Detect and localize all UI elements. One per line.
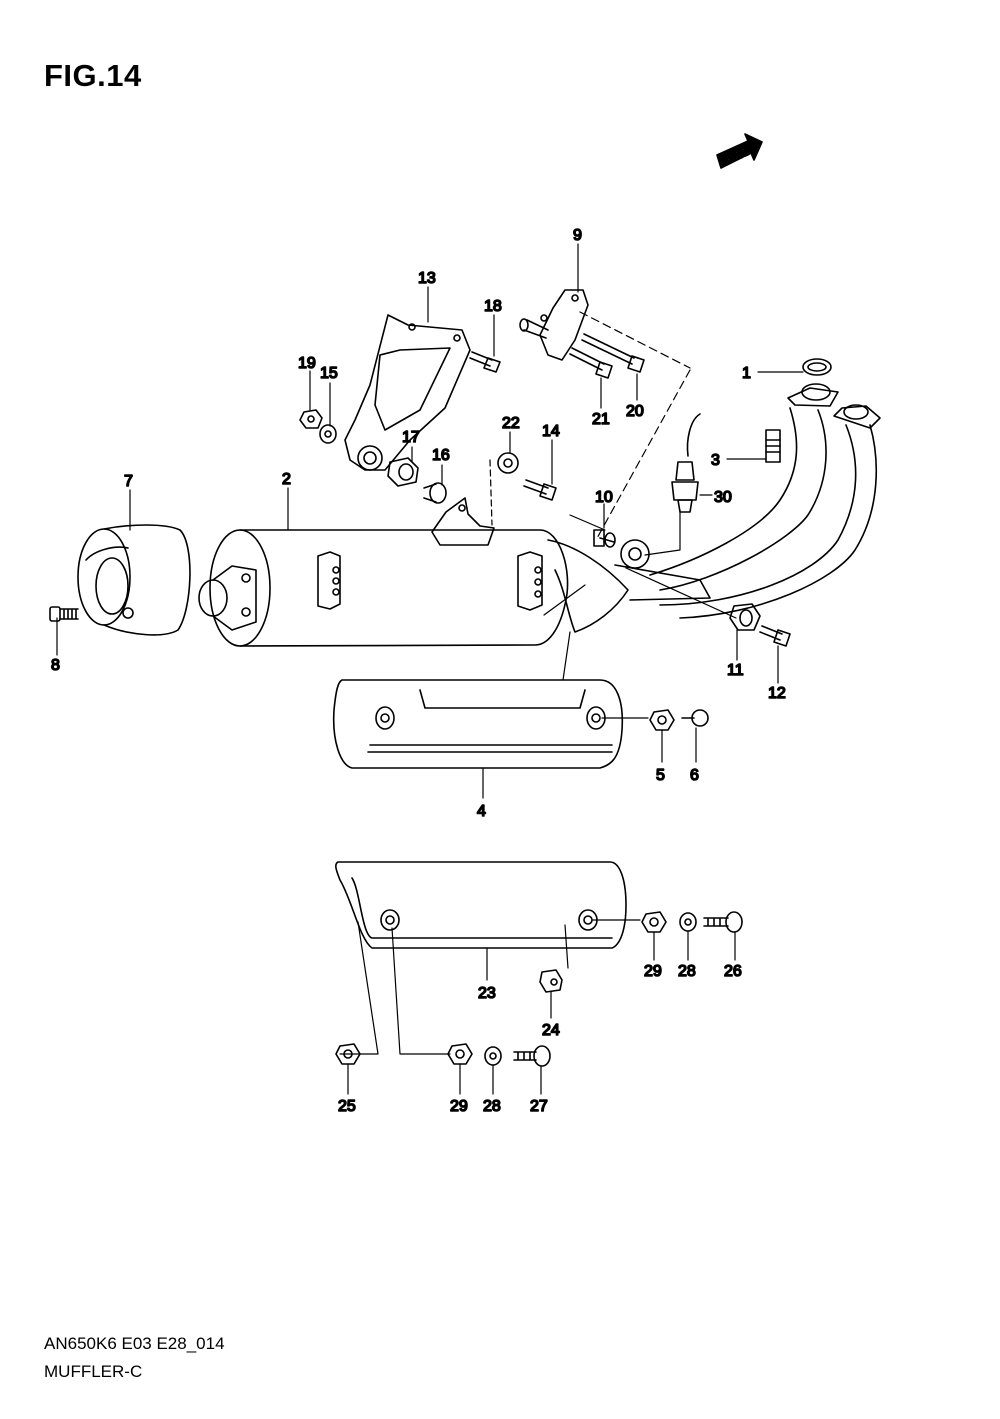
callout-labels: 1 2 3 4 5 6 7 8 9 10 11 12 13 14 15 16 1… — [50, 226, 786, 1116]
callout-7: 7 — [124, 473, 133, 490]
footer-diagram-name: MUFFLER-C — [44, 1362, 143, 1381]
callout-11: 11 — [727, 662, 744, 679]
stud-bolt-3 — [765, 429, 781, 463]
callout-21: 21 — [592, 411, 610, 428]
muffler-bracket — [344, 314, 471, 471]
nut-19 — [299, 409, 323, 429]
callout-3: 3 — [711, 452, 720, 469]
bolt-27 — [513, 1045, 551, 1067]
callout-25: 25 — [338, 1098, 356, 1115]
callout-24: 24 — [542, 1022, 560, 1039]
callout-17: 17 — [402, 429, 420, 446]
callout-9: 9 — [573, 227, 582, 244]
callout-29-lower: 29 — [450, 1098, 468, 1115]
cushion-29-lower — [447, 1043, 473, 1065]
callout-15: 15 — [320, 365, 338, 382]
washer-28-upper — [679, 912, 697, 932]
callout-23: 23 — [478, 985, 496, 1002]
callout-1: 1 — [742, 365, 751, 382]
callout-22: 22 — [502, 415, 520, 432]
bush-11 — [729, 603, 761, 631]
washer-28-lower — [484, 1046, 502, 1066]
callout-27: 27 — [530, 1098, 548, 1115]
callout-16: 16 — [432, 447, 450, 464]
muffler-body — [198, 497, 711, 647]
leader-lines — [56, 243, 804, 1095]
heat-shield-lower — [335, 861, 627, 949]
callout-2: 2 — [282, 471, 291, 488]
washer-15 — [319, 424, 337, 444]
bolt-21 — [569, 347, 613, 379]
bolt-26 — [703, 911, 743, 933]
cushion-5 — [649, 709, 675, 731]
washer-22 — [497, 452, 519, 474]
callout-29-upper: 29 — [644, 963, 662, 980]
callout-26: 26 — [724, 963, 742, 980]
bolt-6 — [681, 709, 709, 727]
callout-8: 8 — [51, 657, 60, 674]
cushion-29-upper — [641, 911, 667, 933]
callout-28-lower: 28 — [483, 1098, 501, 1115]
callout-10: 10 — [595, 489, 613, 506]
exhaust-pipe — [620, 383, 881, 619]
callout-4: 4 — [477, 803, 486, 820]
figure-title: FIG.14 — [44, 58, 142, 93]
oxygen-sensor-30 — [671, 413, 701, 513]
bolt-18 — [469, 351, 501, 373]
cushion-24 — [539, 969, 563, 993]
footer-diagram-code: AN650K6 E03 E28_014 — [44, 1334, 225, 1353]
heat-shield-upper — [332, 679, 624, 769]
callout-13: 13 — [418, 270, 436, 287]
gasket-1 — [802, 358, 832, 376]
forward-arrow-label: FWD — [725, 145, 753, 166]
callout-19: 19 — [298, 355, 316, 372]
bolt-12 — [759, 625, 791, 647]
collar-16 — [423, 482, 447, 504]
cap-bolt — [49, 606, 79, 622]
bush-17 — [387, 457, 419, 487]
bolt-14 — [523, 479, 557, 501]
callout-18: 18 — [484, 298, 502, 315]
callout-12: 12 — [768, 685, 786, 702]
callout-28-upper: 28 — [678, 963, 696, 980]
bolt-20 — [581, 333, 645, 373]
callout-5: 5 — [656, 767, 665, 784]
bolt-10 — [593, 529, 616, 548]
callout-14: 14 — [542, 423, 560, 440]
step-bracket — [519, 289, 589, 361]
callout-20: 20 — [626, 403, 644, 420]
muffler-end-cap — [77, 524, 191, 636]
forward-arrow-icon: FWD — [716, 133, 763, 169]
callout-30: 30 — [714, 489, 732, 506]
callout-6: 6 — [690, 767, 699, 784]
